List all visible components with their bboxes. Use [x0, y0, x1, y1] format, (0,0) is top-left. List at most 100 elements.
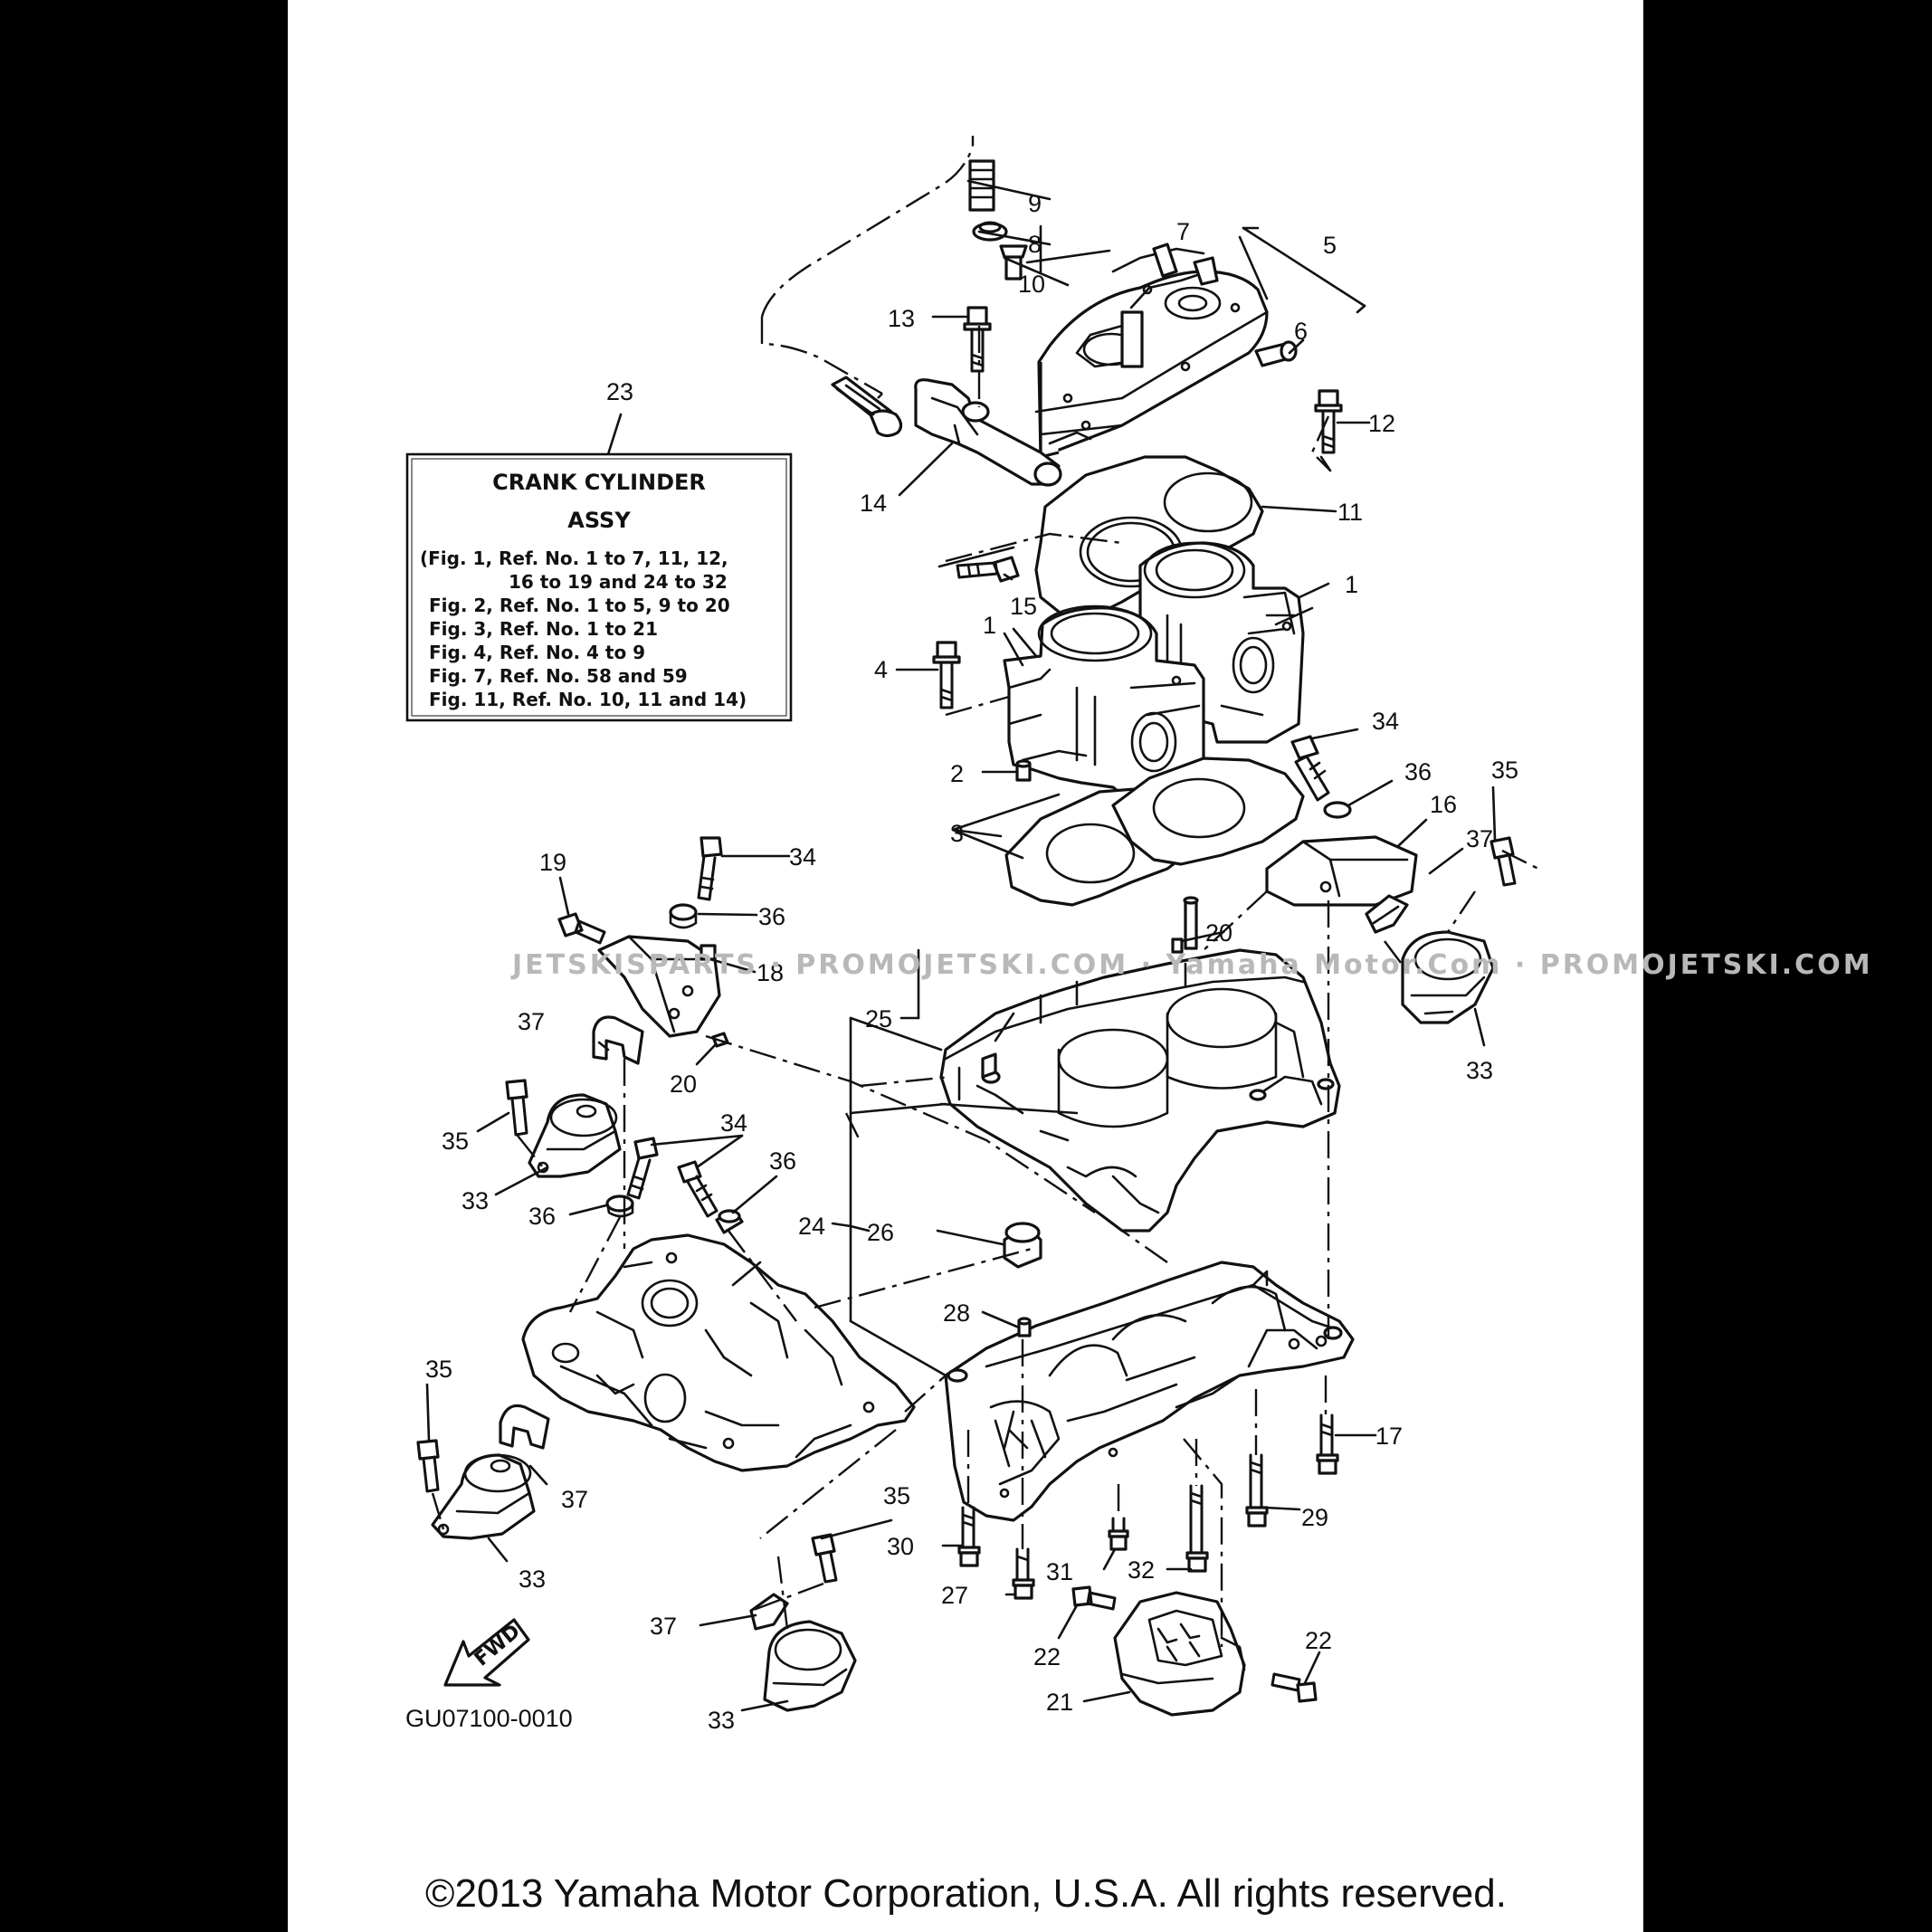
bolt-27: [1012, 1547, 1035, 1600]
callout-37-left-lower: 37: [561, 1486, 588, 1513]
callout-16: 16: [1430, 791, 1457, 818]
heat-shield-37-bottom: [749, 1593, 789, 1631]
callout-33-bottom: 33: [708, 1707, 735, 1734]
bolt-29: [1245, 1453, 1269, 1528]
callout-18: 18: [757, 959, 784, 986]
crankcase-lower: [944, 1261, 1355, 1522]
dowel-28: [1017, 1317, 1032, 1337]
box-line-2: 16 to 19 and 24 to 32: [509, 571, 728, 593]
box-line-5: Fig. 4, Ref. No. 4 to 9: [429, 642, 645, 663]
callout-20-right: 20: [1205, 919, 1232, 947]
callout-33-left-upper: 33: [462, 1187, 489, 1214]
callout-29: 29: [1301, 1504, 1328, 1531]
callout-35-right: 35: [1491, 757, 1518, 784]
heat-shield-37-left-upper: [592, 1015, 644, 1065]
engine-mount-33-right: [1401, 930, 1495, 1024]
bolt-19: [557, 912, 606, 945]
leader-lines: [425, 179, 1497, 1712]
mount-plate-16: [1265, 835, 1418, 907]
crank-cylinder-assy-box: CRANK CYLINDER ASSY (Fig. 1, Ref. No. 1 …: [405, 413, 793, 722]
callout-15: 15: [1010, 593, 1037, 620]
bolt-30: [957, 1506, 981, 1567]
callout-22-lower: 22: [1305, 1627, 1332, 1654]
bolt-31: [1108, 1517, 1129, 1551]
cylinder-left: [1003, 604, 1205, 798]
bolt-32: [1185, 1484, 1209, 1573]
collar-36-lower-a: [605, 1194, 634, 1218]
engine-mount-33-bottom: [763, 1620, 857, 1712]
cylinder-head: [1034, 243, 1269, 459]
callout-27: 27: [941, 1582, 968, 1609]
callout-10: 10: [1018, 271, 1045, 298]
heat-shield-37-left-lower: [499, 1404, 550, 1450]
bolt-15: [956, 556, 1020, 583]
callout-8: 8: [1028, 231, 1042, 258]
callout-17: 17: [1375, 1423, 1403, 1450]
collar-36-left: [669, 903, 698, 929]
callout-6: 6: [1294, 318, 1308, 345]
callout-37-left-upper: 37: [518, 1008, 545, 1035]
callout-21: 21: [1046, 1689, 1073, 1716]
callout-1-left: 1: [983, 612, 996, 639]
callout-36-right: 36: [1404, 758, 1432, 785]
bolt-34-lower-a: [626, 1137, 659, 1200]
bolt-35-left-lower: [416, 1439, 440, 1493]
grouping-lines: [431, 326, 1539, 1647]
callout-36-lower-b: 36: [769, 1147, 796, 1175]
callout-36-lower-a: 36: [528, 1203, 556, 1230]
exhaust-chamber-cover: [521, 1233, 916, 1472]
bolt-22-upper: [1071, 1585, 1117, 1611]
electrical-box-cover: [1113, 1591, 1246, 1717]
bracket: [914, 378, 1062, 487]
engine-mount-33-left-upper: [528, 1093, 622, 1178]
callout-35-bottom: 35: [883, 1482, 910, 1509]
callout-11: 11: [1337, 499, 1363, 526]
box-title-line2: ASSY: [567, 508, 631, 533]
callout-36-left: 36: [758, 903, 785, 930]
callout-9: 9: [1028, 190, 1042, 217]
bolt-13: [963, 306, 992, 373]
bolt-34-right: [1290, 735, 1330, 802]
callout-30: 30: [887, 1533, 914, 1560]
callout-35-left-upper: 35: [442, 1128, 469, 1155]
bolt-35-left-upper: [505, 1079, 528, 1137]
callout-7: 7: [1176, 218, 1190, 245]
pin-20-right: [1171, 937, 1184, 954]
heat-shield-37-right: [1365, 894, 1409, 934]
callout-22-upper: 22: [1033, 1643, 1061, 1670]
callout-numbers: 9 8 7 5 10 13 6 12 14 11 15 1 1 4 2 34 3…: [425, 190, 1518, 1734]
callout-20-left: 20: [670, 1071, 697, 1098]
callout-26: 26: [867, 1219, 894, 1246]
engine-mount-33-left-lower: [431, 1453, 536, 1540]
watermark: JETSKISPARTS · PROMOJETSKI.COM · Yamaha …: [510, 949, 1873, 981]
box-line-3: Fig. 2, Ref. No. 1 to 5, 9 to 20: [429, 595, 730, 616]
bolt-35-bottom: [811, 1533, 838, 1584]
callout-35-left-lower: 35: [425, 1356, 452, 1383]
callout-34-right: 34: [1372, 708, 1399, 735]
callout-13: 13: [888, 305, 915, 332]
callout-34-lower: 34: [720, 1109, 747, 1137]
stud-top: [1183, 896, 1199, 950]
collar-36-right: [1323, 801, 1352, 819]
bolt-17: [1316, 1413, 1339, 1475]
crankcase-upper: [939, 948, 1341, 1232]
callout-31: 31: [1046, 1558, 1073, 1585]
box-line-7: Fig. 11, Ref. No. 10, 11 and 14): [429, 689, 747, 710]
bushing-26: [1003, 1222, 1042, 1269]
box-line-1: (Fig. 1, Ref. No. 1 to 7, 11, 12,: [420, 547, 728, 569]
box-title-line1: CRANK CYLINDER: [492, 470, 706, 495]
callout-4: 4: [874, 656, 888, 683]
bolt-35-right: [1489, 836, 1517, 887]
callout-1-right: 1: [1345, 571, 1358, 598]
breather-hose: [760, 136, 995, 438]
base-gaskets: [1004, 757, 1305, 907]
diagram-code: GU07100-0010: [405, 1705, 573, 1732]
bolt-34-lower-b: [677, 1160, 719, 1218]
dowel-pin-2: [1015, 759, 1032, 782]
callout-2: 2: [950, 760, 964, 787]
callout-25: 25: [865, 1005, 892, 1033]
bolt-12: [1314, 389, 1343, 454]
callout-5: 5: [1323, 232, 1337, 259]
bolt-22-lower: [1271, 1672, 1318, 1703]
